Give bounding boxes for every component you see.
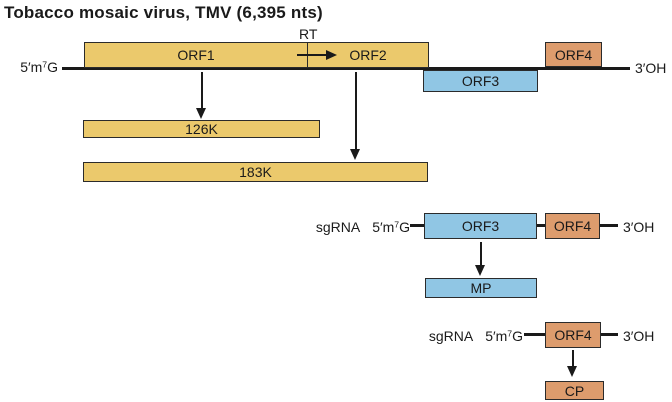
sgrna2-labels: sgRNA 5′m7G	[0, 328, 523, 344]
cap-text: 5′m	[372, 219, 395, 235]
sgrna1-line-segment	[600, 224, 618, 227]
orf3-box: ORF3	[423, 70, 538, 92]
orf2-translation-arrowhead-icon	[350, 149, 360, 160]
sgrna2-3prime-oh-label: 3′OH	[623, 328, 655, 344]
orf1-translation-arrow	[201, 72, 203, 110]
orf1-translation-arrowhead-icon	[196, 108, 206, 119]
sgrna2-5prime-cap-label: 5′m7G	[485, 328, 523, 344]
cap-text: 5′m	[20, 59, 43, 75]
protein-126k-box: 126K	[83, 120, 320, 138]
cap-text: G	[512, 328, 523, 344]
readthrough-arrowhead-icon	[326, 50, 337, 60]
orf2-translation-arrow	[355, 72, 357, 150]
orf1-box: ORF1	[84, 42, 308, 68]
genome-5prime-cap-label: 5′m7G	[0, 59, 58, 75]
sgrna1-line-segment	[537, 224, 545, 227]
cap-text: G	[399, 219, 410, 235]
cap-superscript: 7	[394, 219, 400, 230]
sgrna2-label: sgRNA	[428, 328, 474, 344]
sgrna2-orf4-box: ORF4	[545, 322, 601, 348]
cap-superscript: 7	[42, 59, 48, 70]
diagram-title: Tobacco mosaic virus, TMV (6,395 nts)	[4, 3, 323, 22]
coat-protein-box: CP	[545, 381, 604, 400]
sgrna1-labels: sgRNA 5′m7G	[0, 219, 410, 235]
orf4-translation-arrow	[572, 350, 574, 368]
genome-3prime-oh-label: 3′OH	[635, 60, 667, 76]
readthrough-label: RT	[299, 26, 318, 42]
movement-protein-box: MP	[425, 278, 537, 298]
sgrna2-line-segment	[524, 333, 545, 336]
readthrough-arrow-shaft	[297, 54, 326, 56]
sgrna2-line-segment	[601, 333, 618, 336]
protein-183k-box: 183K	[83, 162, 428, 182]
sgrna1-label: sgRNA	[315, 219, 361, 235]
genomic-rna-line	[62, 67, 630, 70]
sgrna1-line-segment	[410, 224, 424, 227]
orf3-translation-arrowhead-icon	[475, 265, 485, 276]
cap-superscript: 7	[507, 328, 513, 339]
sgrna1-5prime-cap-label: 5′m7G	[372, 219, 410, 235]
orf4-translation-arrowhead-icon	[567, 366, 577, 377]
orf3-translation-arrow	[480, 242, 482, 266]
sgrna1-3prime-oh-label: 3′OH	[623, 219, 655, 235]
cap-text: 5′m	[485, 328, 508, 344]
cap-text: G	[47, 59, 58, 75]
sgrna1-orf3-box: ORF3	[424, 213, 537, 239]
sgrna1-orf4-box: ORF4	[545, 213, 600, 239]
orf4-box: ORF4	[545, 42, 602, 67]
